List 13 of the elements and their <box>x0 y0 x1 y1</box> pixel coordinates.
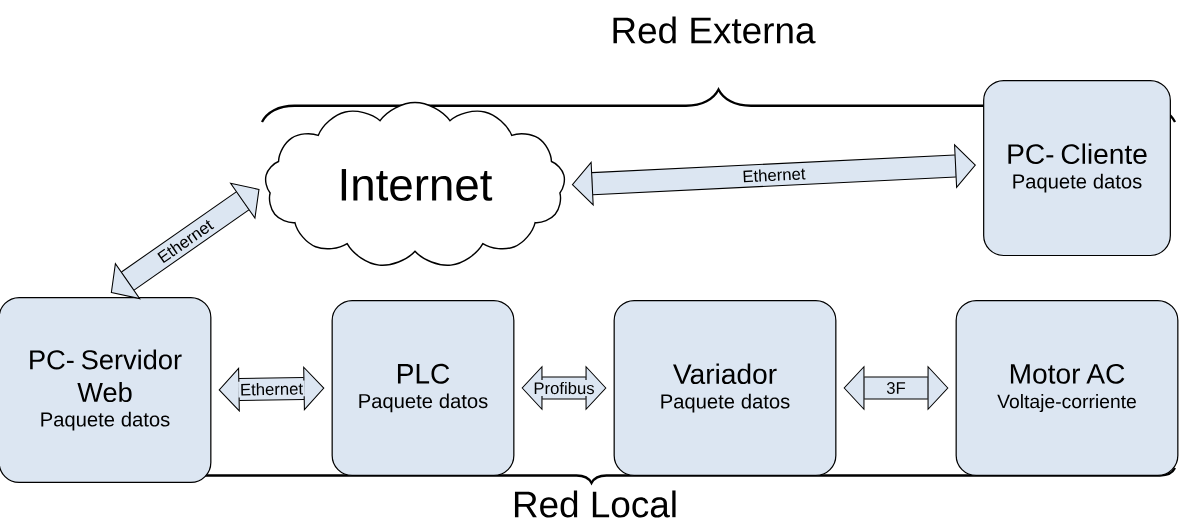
process-box: PLC Paquete datos <box>331 299 515 477</box>
group-label: Red Externa <box>613 16 816 44</box>
process-box: Motor AC Voltaje-corriente <box>955 299 1179 477</box>
group-label: Red Local <box>514 490 676 518</box>
edge-label: Profibus <box>531 380 597 396</box>
process-box: PC- Servidor Web Paquete datos <box>0 296 212 484</box>
process-box: PC- Cliente Paquete datos <box>983 79 1171 257</box>
block-arrow <box>218 365 325 413</box>
edge-label: 3F <box>884 380 908 396</box>
block-arrow <box>843 365 949 411</box>
process-box: Variador Paquete datos <box>613 299 837 477</box>
block-arrow <box>110 182 260 300</box>
edge-label: Ethernet <box>740 165 808 185</box>
